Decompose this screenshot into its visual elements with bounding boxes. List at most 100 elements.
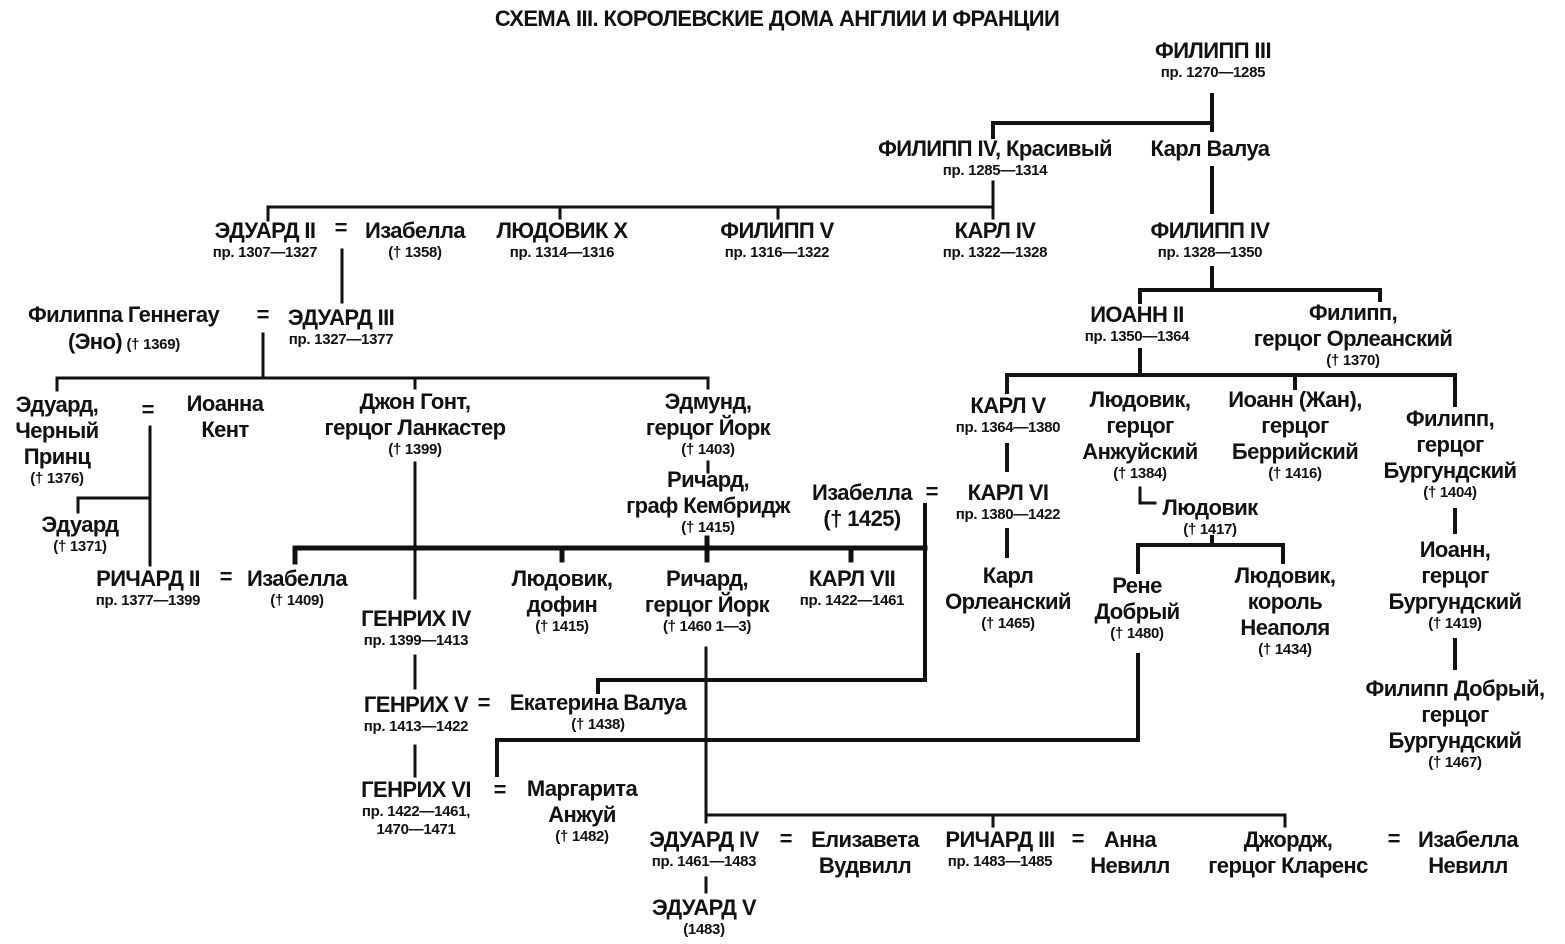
person-detail-line: († 1376): [30, 470, 84, 487]
person-detail-line: пр. 1413—1422: [363, 718, 469, 735]
person-name-line: Орлеанский: [945, 589, 1071, 614]
person-john-gaunt: Джон Гонт,герцог Ланкастер(† 1399): [325, 389, 507, 459]
person-detail-line: пр. 1364—1380: [955, 419, 1061, 436]
line: [495, 653, 1140, 777]
person-name-line: Беррийский: [1231, 439, 1359, 464]
person-name-line: Невилл: [1090, 853, 1170, 878]
person-detail-line: († 1370): [1326, 352, 1380, 369]
person-name-line: Карл: [982, 563, 1034, 588]
person-detail-line: пр. 1461—1483: [651, 853, 757, 870]
person-name-line: Невилл: [1428, 853, 1508, 878]
person-name-line: ЛЮДОВИК X: [496, 218, 628, 243]
person-name-line: Неаполя: [1240, 615, 1330, 640]
person-name-line: Изабелла: [812, 480, 913, 505]
person-philippa-detail: (Эно) († 1369): [68, 329, 180, 355]
person-name-line: Анна: [1103, 827, 1157, 852]
person-philip-orleans: Филипп,герцог Орлеанский(† 1370): [1254, 300, 1453, 370]
person-name-line: Черный: [15, 418, 99, 443]
person-philippa-name: Филиппа Геннегау: [28, 302, 220, 327]
line: [991, 93, 1214, 139]
person-detail-line: († 1409): [270, 592, 324, 609]
marriage-sign: =: [334, 215, 348, 240]
person-name-line: Анжуй: [548, 802, 616, 827]
person-name-line: КАРЛ V: [970, 393, 1046, 418]
person-name-line: Бургундский: [1388, 589, 1523, 614]
person-name-line: Людовик: [1162, 495, 1258, 520]
line: [292, 535, 928, 565]
person-isabella-1409: Изабелла(† 1409): [247, 566, 348, 610]
person-name-line: Людовик,: [511, 566, 613, 591]
person-name-line: Изабелла: [365, 218, 466, 243]
person-name-line: Изабелла: [1418, 827, 1519, 852]
person-name-line: ЭДУАРД V: [652, 895, 757, 920]
diagram-title: СХЕМА III. КОРОЛЕВСКИЕ ДОМА АНГЛИИ И ФРА…: [494, 6, 1060, 31]
person-name-line: Людовик,: [1089, 387, 1191, 412]
person-detail-line: пр. 1314—1316: [509, 244, 615, 261]
person-detail-line: пр. 1350—1364: [1084, 328, 1190, 345]
person-detail-line: († 1404): [1423, 484, 1477, 501]
person-name-line: Джордж,: [1243, 827, 1333, 852]
person-detail-line: († 1399): [388, 441, 442, 458]
marriage-sign: =: [256, 302, 270, 327]
person-name-line: Принц: [23, 444, 91, 469]
person-name-line: король: [1247, 589, 1323, 614]
person-detail-line: († 1403): [681, 441, 735, 458]
person-name-line: Джон Гонт,: [359, 389, 472, 414]
person-name-line: Бургундский: [1383, 458, 1518, 483]
line: [1005, 348, 1457, 407]
person-edmund-york: Эдмунд,герцог Йорк(† 1403): [646, 389, 771, 459]
person-name-line: герцог: [1106, 413, 1174, 438]
person-name-line: ИОАНН II: [1090, 302, 1184, 327]
person-name-line: Людовик,: [1234, 563, 1336, 588]
marriage-sign: =: [1071, 826, 1085, 851]
person-name-line: Эдмунд,: [664, 389, 752, 414]
person-name-line: РИЧАРД II: [96, 566, 200, 591]
person-name-line: Изабелла: [247, 566, 348, 591]
marriage-sign: =: [779, 826, 793, 851]
person-detail-line: († 1482): [555, 828, 609, 845]
person-name-line: герцог Кларенс: [1208, 853, 1368, 878]
marriage-sign: =: [1387, 826, 1401, 851]
person-detail-line: († 1417): [1183, 521, 1237, 538]
person-name-line: герцог: [1421, 702, 1489, 727]
line: [596, 503, 927, 694]
person-name-line: ЭДУАРД IV: [649, 827, 759, 852]
person-name-line: Эдуард: [41, 512, 119, 537]
person-name-line: герцог Йорк: [644, 592, 770, 617]
person-name-line: Иоанн (Жан),: [1228, 387, 1362, 412]
person-detail-line: пр. 1285—1314: [942, 162, 1048, 179]
person-detail-line: († 1460 1—3): [662, 618, 752, 635]
person-name-line: Эдуард,: [15, 392, 99, 417]
person-name-line: дофин: [526, 592, 598, 617]
person-name-line: ФИЛИПП IV: [1150, 218, 1271, 243]
person-name-line: ФИЛИПП V: [720, 218, 834, 243]
person-detail-line: († 1416): [1268, 465, 1322, 482]
person-george-clarence: Джордж,герцог Кларенс: [1208, 827, 1368, 879]
person-name-line: КАРЛ IV: [954, 218, 1036, 243]
person-name-line: Филипп,: [1308, 300, 1398, 325]
person-name-line: Екатерина Валуа: [509, 690, 687, 715]
line: [1138, 266, 1382, 304]
person-detail-line: пр. 1422—1461,: [361, 803, 471, 820]
person-detail-line: пр. 1483—1485: [947, 853, 1053, 870]
